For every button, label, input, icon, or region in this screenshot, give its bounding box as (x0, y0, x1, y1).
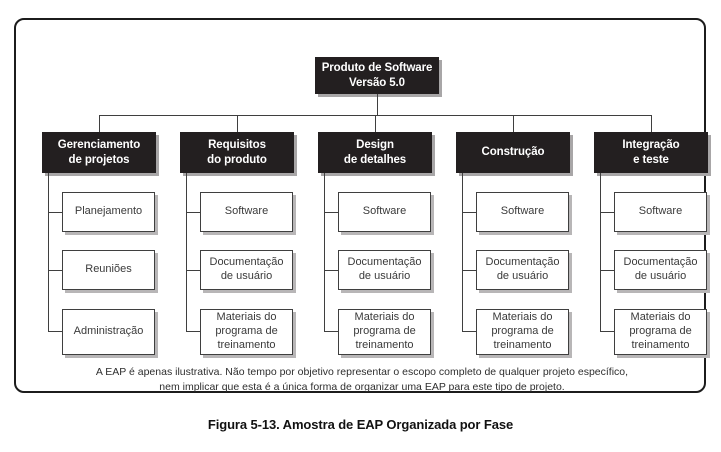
work-package-node: Software (200, 192, 293, 232)
connector-child-stub (600, 331, 614, 332)
connector-root-drop (377, 94, 378, 115)
work-package-node: Administração (62, 309, 155, 355)
diagram-frame: Produto de Software Versão 5.0 Gerenciam… (14, 18, 708, 394)
connector-child-stub (462, 212, 476, 213)
work-package-node: Documentação de usuário (338, 250, 431, 290)
connector-child-stub (600, 270, 614, 271)
connector-child-stub (48, 331, 62, 332)
connector-child-stub (600, 212, 614, 213)
connector-child-stub (48, 270, 62, 271)
connector-stub-col2 (375, 115, 376, 132)
root-node: Produto de Software Versão 5.0 (315, 57, 439, 94)
phase-node: Requisitos do produto (180, 132, 294, 173)
work-package-node: Software (338, 192, 431, 232)
connector-child-stub (186, 212, 200, 213)
work-package-node: Software (614, 192, 707, 232)
phase-node: Design de detalhes (318, 132, 432, 173)
phase-node: Integração e teste (594, 132, 708, 173)
wbs-column-integracao: Integração e teste Software Documentação… (594, 132, 708, 362)
work-package-node: Planejamento (62, 192, 155, 232)
work-package-node: Documentação de usuário (200, 250, 293, 290)
wbs-column-construcao: Construção Software Documentação de usuá… (456, 132, 570, 362)
connector-column-spine (324, 173, 325, 331)
connector-stub-col1 (237, 115, 238, 132)
figure-caption: Figura 5-13. Amostra de EAP Organizada p… (207, 417, 514, 432)
work-package-node: Reuniões (62, 250, 155, 290)
connector-child-stub (48, 212, 62, 213)
wbs-column-gerenciamento: Gerenciamento de projetos Planejamento R… (42, 132, 156, 362)
work-package-node: Documentação de usuário (476, 250, 569, 290)
connector-column-spine (186, 173, 187, 331)
connector-child-stub (324, 331, 338, 332)
connector-stub-col3 (513, 115, 514, 132)
work-package-node: Software (476, 192, 569, 232)
connector-column-spine (600, 173, 601, 331)
work-package-node: Materiais do programa de treinamento (614, 309, 707, 355)
work-package-node: Materiais do programa de treinamento (200, 309, 293, 355)
connector-child-stub (186, 331, 200, 332)
phase-node: Construção (456, 132, 570, 173)
wbs-column-design: Design de detalhes Software Documentação… (318, 132, 432, 362)
wbs-column-requisitos: Requisitos do produto Software Documenta… (180, 132, 294, 362)
connector-child-stub (324, 270, 338, 271)
phase-node: Gerenciamento de projetos (42, 132, 156, 173)
connector-child-stub (324, 212, 338, 213)
work-package-node: Materiais do programa de treinamento (476, 309, 569, 355)
connector-stub-col0 (99, 115, 100, 132)
connector-child-stub (462, 331, 476, 332)
connector-column-spine (48, 173, 49, 331)
work-package-node: Materiais do programa de treinamento (338, 309, 431, 355)
connector-child-stub (186, 270, 200, 271)
connector-child-stub (462, 270, 476, 271)
connector-column-spine (462, 173, 463, 331)
diagram-note: A EAP é apenas ilustrativa. Não tempo po… (95, 366, 629, 394)
connector-stub-col4 (651, 115, 652, 132)
work-package-node: Documentação de usuário (614, 250, 707, 290)
